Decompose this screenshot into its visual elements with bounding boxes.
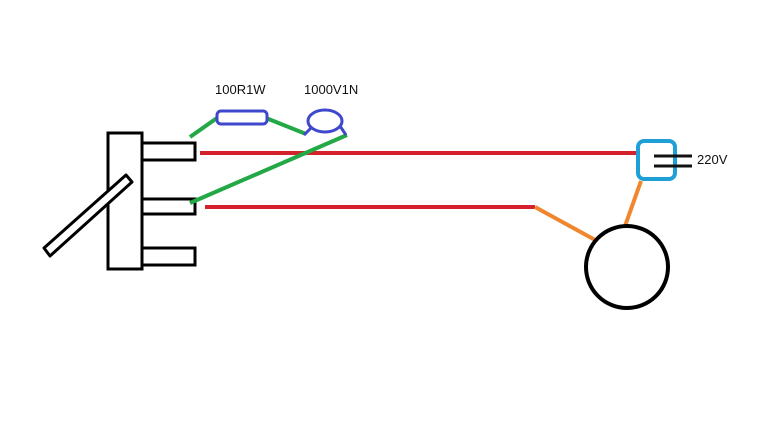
snubber-wire-return [189,133,348,205]
switch-symbol [42,131,197,271]
capacitor-symbol [302,108,348,137]
resistor-label: 100R1W [215,82,266,97]
switch-terminal-bottom [140,246,197,267]
snubber-wiring [188,116,348,205]
capacitor-lead-right [338,125,348,136]
load-wire-neutral [534,205,598,243]
load-symbol [584,224,670,310]
plug-body [636,139,677,181]
snubber-wire-left [188,116,219,139]
switch-body [106,131,144,271]
switch-lever [42,173,134,258]
capacitor-lead-left [302,126,313,137]
switch-terminal-top [140,141,197,162]
capacitor-body [306,108,344,134]
load-wire-plug [623,180,643,227]
capacitor-label: 1000V1N [304,82,358,97]
mains-plug [636,139,692,181]
snubber-wire-middle [265,116,307,136]
switch-terminal-middle [140,197,197,216]
resistor-symbol [215,109,269,126]
voltage-label: 220V [697,152,728,167]
